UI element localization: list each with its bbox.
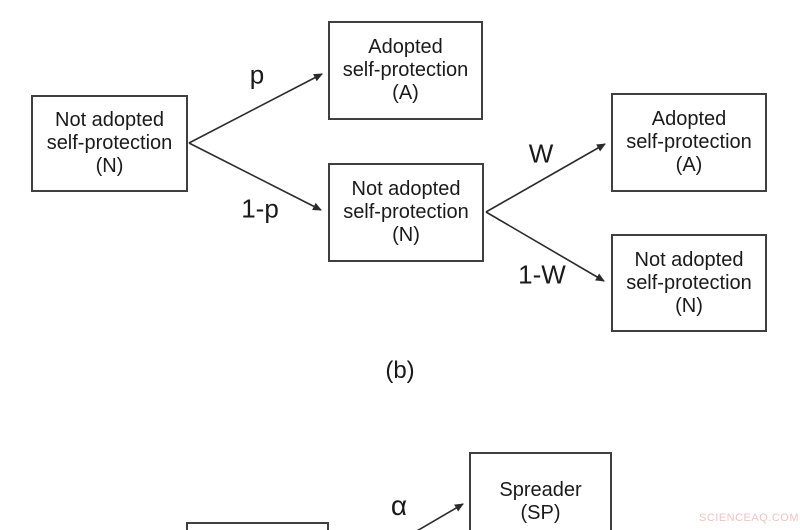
node-not-adopted-right: Not adopted self-protection (N) [611, 234, 767, 332]
node-label-line: (A) [392, 82, 419, 104]
edge-label-p: p [249, 59, 265, 90]
edge-label-1-p: 1-p [241, 193, 279, 224]
node-label-line: self-protection [626, 131, 752, 153]
node-label-line: self-protection [342, 59, 469, 81]
node-label-line: (A) [675, 154, 703, 176]
edge-label-alpha: α [390, 490, 408, 521]
node-label-line: Adopted [651, 108, 727, 130]
node-not-adopted-mid: Not adopted self-protection (N) [328, 163, 484, 262]
node-label-line: (N) [392, 224, 420, 246]
node-label-line: Not adopted [634, 248, 744, 271]
node-adopted-mid: Adopted self-protection (A) [328, 21, 483, 120]
arrow-p [188, 73, 323, 144]
node-label-line: Not adopted [55, 109, 164, 131]
node-label-line: (N) [95, 155, 124, 177]
arrow-alpha [416, 503, 464, 530]
node-not-adopted-source: Not adopted self-protection (N) [31, 95, 188, 192]
node-label-line: Adopted [368, 36, 443, 58]
node-adopted-right: Adopted self-protection (A) [611, 93, 767, 192]
subfigure-caption: (b) [385, 357, 415, 384]
node-label-line: self-protection [46, 132, 173, 154]
arrow-1-p [188, 142, 322, 211]
node-label-line: (N) [675, 294, 703, 317]
node-label-line: self-protection [626, 271, 752, 294]
node-label-line: self-protection [343, 201, 469, 223]
edge-label-w: W [528, 138, 554, 169]
node-label-line: Spreader [499, 479, 582, 501]
node-label-line: Not adopted [351, 178, 461, 200]
watermark: SCIENCEAQ.COM [699, 512, 800, 524]
node-label-line: (SP) [520, 502, 561, 524]
arrow-w [485, 143, 606, 213]
node-partial-bottom-left [186, 522, 329, 530]
edge-label-1-w: 1-W [518, 259, 566, 290]
arrow-1-w [485, 211, 605, 282]
node-spreader: Spreader (SP) [469, 452, 612, 530]
